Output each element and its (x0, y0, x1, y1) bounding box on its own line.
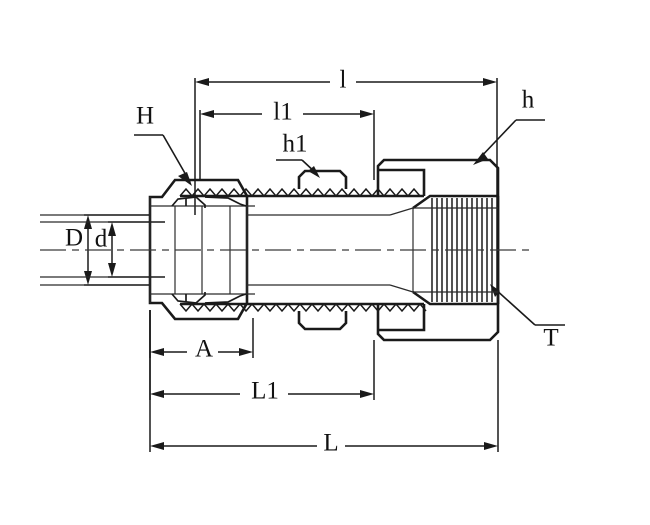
callout-label-H: H (136, 103, 154, 130)
bore-passage (247, 207, 498, 293)
callout-T: T (490, 284, 565, 352)
dimension-l1: l1 (199, 99, 375, 180)
dimension-label-L: L (323, 430, 338, 457)
callout-label-h1: h1 (283, 131, 308, 158)
dimension-label-L1: L1 (251, 378, 279, 405)
body-hex-bottom (297, 311, 348, 331)
body-step-top (378, 168, 426, 196)
dimension-label-l: l (340, 67, 347, 94)
callout-label-T: T (543, 325, 558, 352)
dimension-L1: L1 (149, 310, 375, 405)
callout-H: H (134, 103, 192, 186)
dimension-L: L (149, 310, 499, 457)
fitting-body-geometry (40, 158, 530, 342)
callout-h1: h1 (276, 131, 320, 178)
callout-h: h (473, 87, 545, 165)
body-hex-top (297, 169, 348, 189)
tube-stub (40, 214, 150, 286)
callout-label-h: h (522, 87, 535, 114)
dimension-label-l1: l1 (273, 99, 292, 126)
body-step-bottom (378, 304, 426, 332)
dimension-label-d: d (95, 226, 108, 253)
dimension-label-D: D (65, 225, 83, 252)
dimension-label-A: A (195, 336, 213, 363)
